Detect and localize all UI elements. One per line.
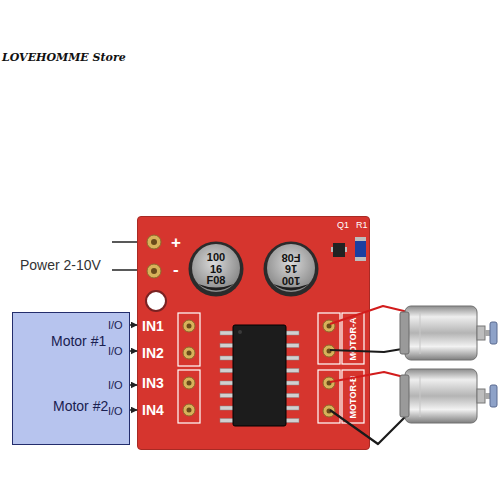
motor-gear: [490, 385, 497, 407]
resistor: [355, 237, 366, 261]
pad-hole: [187, 351, 192, 356]
chip-pin: [220, 331, 234, 335]
transistor: [331, 243, 347, 257]
pin-label: IN1: [142, 319, 164, 333]
component-ref: R1: [356, 221, 368, 230]
chip-pin: [285, 394, 299, 398]
power-pad: [147, 235, 161, 278]
pin-label: +: [171, 234, 181, 251]
motor-gear: [490, 322, 497, 344]
device-name: Motor #2: [53, 399, 108, 413]
motor-shaft: [485, 330, 490, 336]
driver-chip: [233, 325, 286, 426]
resistor-body: [355, 241, 366, 257]
black-wire: [330, 348, 408, 352]
motor-bearing: [477, 389, 485, 403]
io-label: I/O: [108, 406, 123, 417]
motor-endcap: [400, 312, 409, 354]
capacitor-marking: 100 16 F08: [278, 252, 304, 287]
capacitor-sleeve: [264, 242, 319, 297]
signal-arrow: [130, 409, 137, 411]
io-label: I/O: [108, 320, 123, 331]
solder-pad: [183, 377, 195, 389]
solder-pad: [183, 320, 195, 332]
chip-pin: [220, 381, 234, 385]
silkscreen-outline: [178, 313, 200, 366]
silkscreen-outline: [342, 313, 364, 364]
red-wire: [330, 306, 408, 324]
capacitor-top: [267, 244, 315, 292]
capacitor-marking: 100 16 F08: [203, 252, 229, 287]
chip-pin: [285, 406, 299, 410]
solder-pad: [183, 404, 195, 416]
signal-arrow: [130, 384, 137, 386]
transistor-body: [333, 243, 345, 257]
chip-pin: [220, 356, 234, 360]
capacitor: 100 16 F08: [263, 241, 319, 297]
solder-pad: [323, 377, 335, 389]
solder-pad: [147, 235, 161, 249]
io-label: I/O: [108, 346, 123, 357]
capacitor-sleeve: [189, 242, 244, 297]
chip-pin: [220, 419, 234, 423]
dc-motor: [400, 306, 497, 360]
black-wire: [330, 410, 408, 444]
pad-hole: [151, 239, 157, 245]
pin-label: IN4: [142, 403, 164, 417]
red-wire: [330, 372, 408, 382]
io-label: I/O: [108, 380, 123, 391]
dc-motor: [400, 369, 497, 423]
signal-arrow: [130, 324, 137, 326]
motor-endcap: [400, 375, 409, 417]
motor-can: [405, 306, 477, 360]
chip-pin: [220, 344, 234, 348]
chip-dot: [238, 330, 242, 334]
motor-can: [405, 369, 477, 423]
mounting-hole: [146, 291, 166, 311]
watermark: LOVEHOMME Store: [2, 52, 126, 63]
chip-pin: [220, 394, 234, 398]
output-label: MOTOR-A: [349, 318, 358, 361]
solder-pad: [183, 347, 195, 359]
chip-pin: [285, 356, 299, 360]
chip-pin: [285, 369, 299, 373]
motor-seam: [420, 312, 421, 354]
device-name: Motor #1: [51, 334, 106, 348]
pin-label: IN2: [142, 346, 164, 360]
controller-box: Motor #1I/OI/OMotor #2I/OI/O: [12, 312, 130, 445]
motor-shaft: [485, 393, 490, 399]
board-artwork: [138, 217, 371, 451]
component-ref: Q1: [337, 221, 349, 230]
signal-arrow: [130, 350, 137, 352]
capacitor-top: [192, 244, 240, 292]
chip-pin: [285, 419, 299, 423]
motor-seam: [420, 375, 421, 417]
pad-hole: [187, 324, 192, 329]
chip-pin: [285, 344, 299, 348]
output-label: MOTOR-B: [349, 376, 358, 419]
power-label: Power 2-10V: [20, 258, 101, 272]
motor-wire: [330, 306, 408, 444]
chip-pin: [220, 369, 234, 373]
solder-pad: [147, 264, 161, 278]
motor-bearing: [477, 326, 485, 340]
chip-pin: [285, 381, 299, 385]
pin-label: IN3: [142, 376, 164, 390]
chip-pin: [285, 331, 299, 335]
silkscreen-outline: [178, 370, 200, 423]
pad-hole: [187, 381, 192, 386]
capacitor: 100 16 F08: [188, 241, 244, 297]
resistor-end: [355, 237, 366, 261]
pin-label: -: [173, 261, 179, 278]
pad-hole: [151, 268, 157, 274]
pad-hole: [187, 408, 192, 413]
chip-pin: [220, 406, 234, 410]
